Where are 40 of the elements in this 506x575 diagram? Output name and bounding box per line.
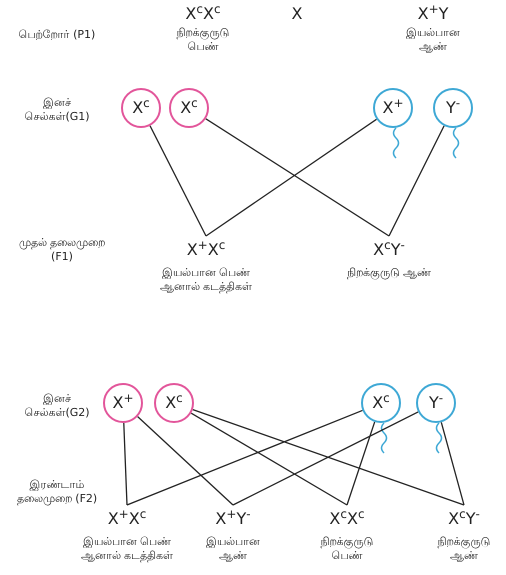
sperm-cell: X$^{c}$ — [361, 383, 401, 423]
cross-line — [123, 422, 128, 506]
genotype-label: X$^{+}$X$^{c}$ — [108, 509, 146, 529]
sperm-cell: Y$^{-}$ — [416, 383, 456, 423]
cross-line — [190, 412, 348, 506]
row-label: இனச் செல்கள்(G2) — [23, 392, 91, 420]
genotype-label: X$^{+}$X$^{c}$ — [186, 240, 226, 260]
egg-cell: X$^{c}$ — [169, 88, 209, 128]
phenotype-label: இயல்பான ஆண் — [405, 26, 461, 54]
phenotype-label: நிறக்குருடு ஆண் — [436, 535, 492, 563]
cross-line — [232, 411, 418, 506]
egg-cell: X$^{c}$ — [154, 383, 194, 423]
genotype-label: X$^{c}$Y$^{-}$ — [373, 240, 405, 260]
phenotype-label: இயல்பான பெண் ஆனால் கடத்திகள் — [80, 535, 174, 563]
cross-line — [388, 126, 445, 236]
cross-line — [137, 416, 234, 506]
sperm-cell: X$^{+}$ — [373, 88, 413, 128]
genotype-label: X$^{c}$X$^{c}$ — [329, 509, 365, 529]
cross-line — [126, 410, 363, 506]
row-label: முதல் தலைமுறை (F1) — [18, 236, 106, 264]
phenotype-label: நிறக்குருடு பெண் — [176, 26, 230, 54]
cross-line — [192, 409, 464, 506]
egg-cell: X$^{+}$ — [103, 383, 143, 423]
phenotype-label: இயல்பான பெண் ஆனால் கடத்திகள் — [158, 266, 254, 294]
genotype-label: X$^{+}$Y$^{-}$ — [215, 509, 251, 529]
phenotype-label: நிறக்குருடு ஆண் — [346, 266, 432, 280]
row-label: பெற்றோர் (P1) — [18, 28, 96, 42]
genotype-label: X$^{c}$Y$^{-}$ — [448, 509, 480, 529]
genotype-label: X$^{c}$X$^{c}$ — [184, 4, 222, 24]
row-label: இனச் செல்கள்(G1) — [23, 96, 91, 124]
cross-line — [440, 422, 465, 506]
phenotype-label: இயல்பான ஆண் — [205, 535, 261, 563]
cross-line — [346, 422, 376, 506]
egg-cell: X$^{c}$ — [121, 88, 161, 128]
phenotype-label: நிறக்குருடு பெண் — [320, 535, 374, 563]
cross-line — [149, 126, 207, 236]
cross-sign: X — [290, 4, 304, 24]
sperm-cell: Y$^{-}$ — [433, 88, 473, 128]
genotype-label: X$^{+}$Y — [416, 4, 450, 24]
row-label: இரண்டாம் தலைமுறை (F2) — [16, 478, 98, 506]
